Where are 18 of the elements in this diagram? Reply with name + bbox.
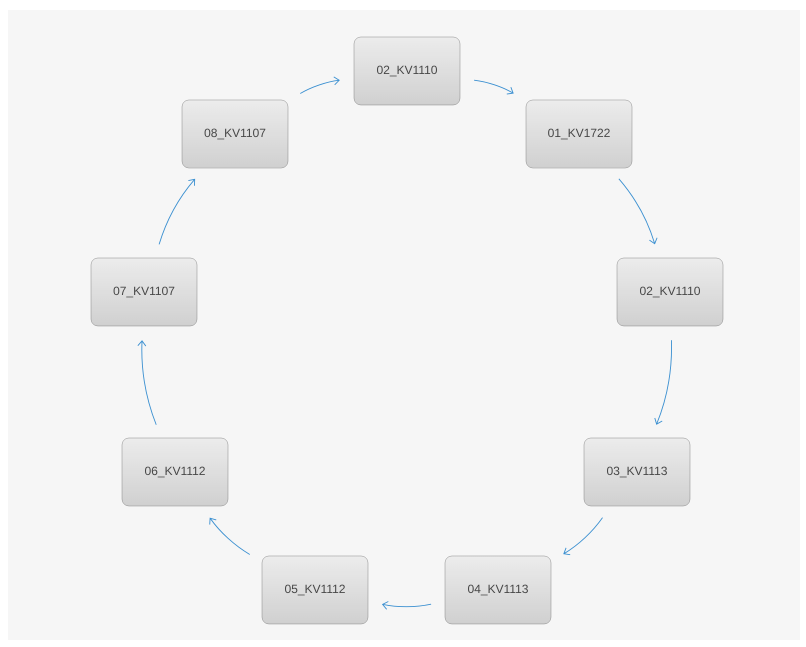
arrow xyxy=(158,178,196,245)
arrow xyxy=(618,178,658,244)
process-box: 06_KV1112 xyxy=(122,438,228,506)
process-box: 02_KV1110 xyxy=(354,36,460,106)
process-box: 04_KV1113 xyxy=(444,556,552,624)
arrow xyxy=(654,340,672,425)
process-box: 05_KV1112 xyxy=(262,556,368,624)
arrow xyxy=(209,518,250,555)
process-box: 03_KV1113 xyxy=(584,438,690,506)
process-box: 07_KV1107 xyxy=(90,258,198,326)
process-box: 02_KV1110 xyxy=(616,258,724,326)
arrow xyxy=(563,517,603,556)
arrow xyxy=(137,340,157,426)
arrow xyxy=(300,76,340,94)
arrow xyxy=(382,601,432,610)
process-box: 01_KV1722 xyxy=(526,100,632,168)
process-box: 08_KV1107 xyxy=(182,100,288,168)
arrow xyxy=(474,80,514,94)
